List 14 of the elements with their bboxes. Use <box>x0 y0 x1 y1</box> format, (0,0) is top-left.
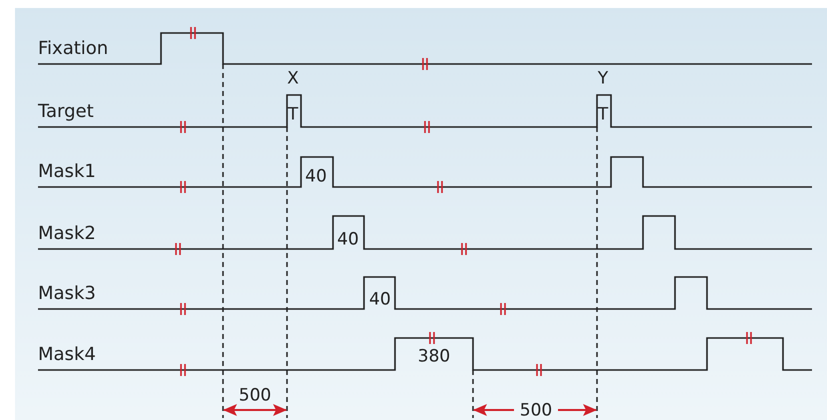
signal-name: Target <box>38 103 94 121</box>
duration-label: 40 <box>305 168 327 186</box>
dimension-label: 500 <box>520 402 552 420</box>
event-label: Y <box>598 70 608 88</box>
event-label: X <box>287 70 299 88</box>
signal-name: Mask2 <box>38 225 96 243</box>
duration-label: 40 <box>369 292 391 308</box>
signal-name: Mask3 <box>38 285 96 303</box>
dimension-label: 500 <box>238 388 272 404</box>
signal-name: Fixation <box>38 40 108 58</box>
signal-name: Mask1 <box>38 163 96 181</box>
duration-label: 380 <box>418 348 450 366</box>
signal-name: Mask4 <box>38 346 96 364</box>
duration-label: 40 <box>337 232 359 248</box>
